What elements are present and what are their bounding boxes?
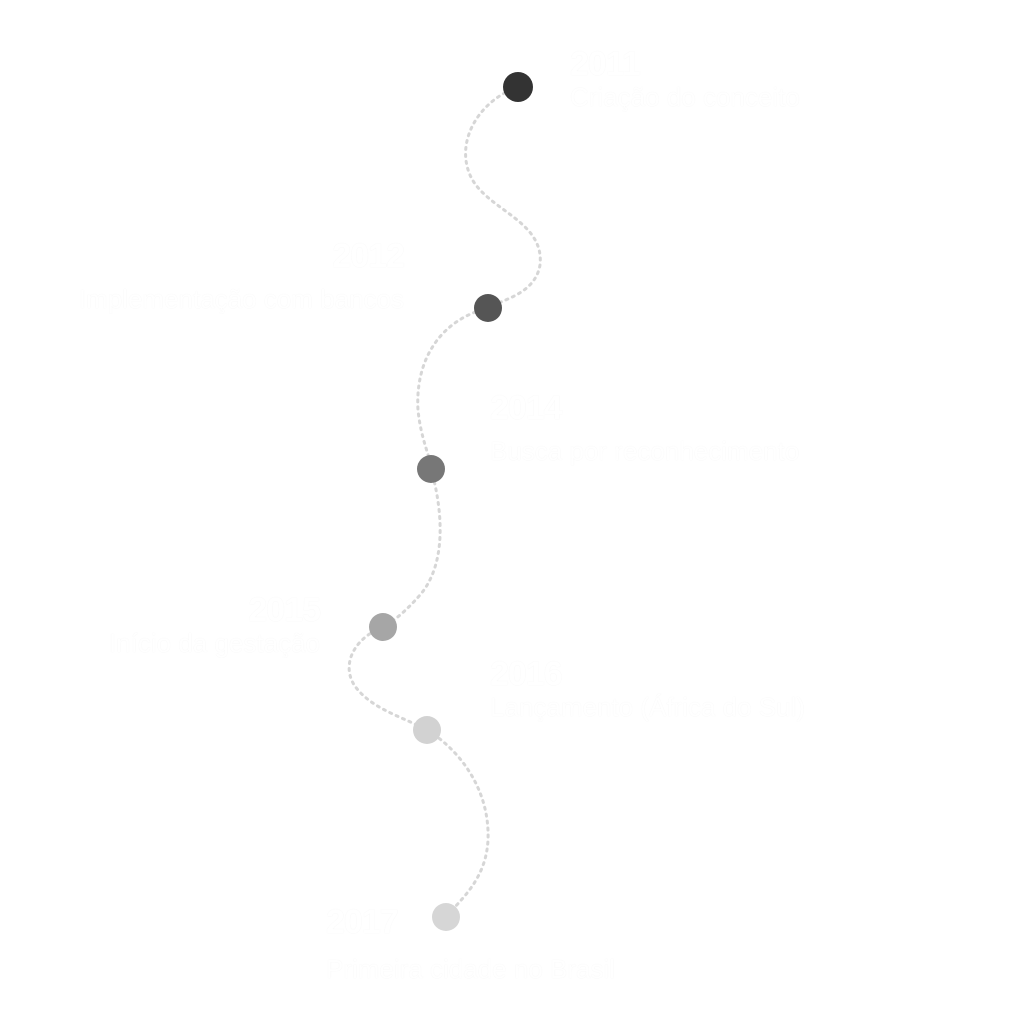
timeline-dot-2011	[503, 72, 533, 102]
timeline-event-2012: 2012 Implementação com bancos	[78, 237, 405, 314]
timeline-event-2016: 2016 Lançamento (África do Sul)	[490, 656, 805, 722]
event-year: 2011	[570, 45, 641, 83]
event-year: 2014	[490, 389, 563, 427]
timeline-event-2017: 2017 Primeira cidade no Brasil	[326, 904, 615, 984]
event-year: 2012	[332, 237, 405, 275]
timeline-dot-2017	[432, 903, 460, 931]
timeline-dot-2014	[417, 455, 445, 483]
timeline-event-2015: 2015 Início da gestação	[108, 591, 321, 658]
event-description: Criação do conceito	[570, 82, 800, 112]
timeline-event-2011: 2011 Criação do conceito	[570, 46, 800, 112]
timeline-event-2014: 2014 Busca por reconhecimento	[490, 390, 799, 466]
timeline-dot-2012	[474, 294, 502, 322]
timeline-dot-2015	[369, 613, 397, 641]
timeline-dot-2016	[413, 716, 441, 744]
event-description: Busca por reconhecimento	[490, 436, 800, 466]
event-description: Início da gestação	[108, 628, 320, 658]
event-description: Lançamento (África do Sul)	[490, 692, 806, 722]
event-year: 2016	[490, 655, 563, 693]
event-description: Primeira cidade no Brasil	[326, 954, 616, 984]
event-year: 2015	[248, 591, 321, 629]
timeline-dotted-path	[347, 85, 542, 919]
event-year: 2017	[326, 903, 399, 941]
event-description: Implementação com bancos	[78, 284, 404, 314]
